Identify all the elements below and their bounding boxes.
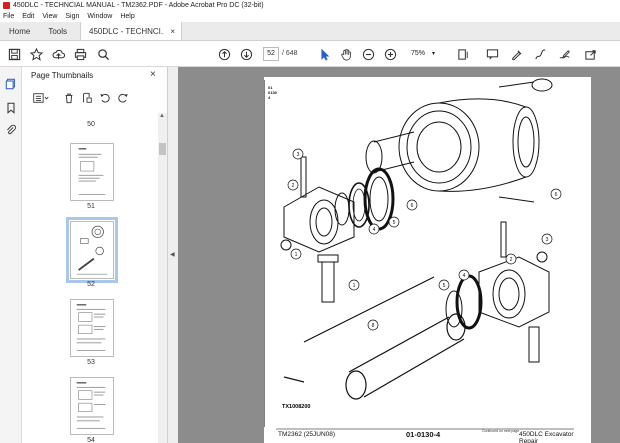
footer-title: 450DLC Excavator Repair: [519, 431, 574, 443]
thumbnail-label: 53: [87, 359, 95, 366]
callout-number: 4: [463, 273, 466, 279]
thumbnail-label: 54: [87, 437, 95, 443]
collapse-arrow-icon[interactable]: ◀: [170, 252, 175, 258]
hand-tool-icon[interactable]: [338, 46, 354, 62]
callout-number: 2: [292, 183, 295, 189]
menu-view[interactable]: View: [42, 13, 58, 20]
menu-help[interactable]: Help: [120, 13, 135, 20]
thumbnail-label: 52: [87, 281, 95, 288]
callout-number: 4: [373, 227, 376, 233]
thumbnail-page[interactable]: [70, 299, 114, 357]
callout-number: 6: [555, 192, 558, 198]
callout-number: 2: [510, 257, 513, 263]
chevron-down-icon: ▾: [432, 51, 436, 57]
thumbnail-page-selected[interactable]: [66, 217, 118, 283]
scrollbar-thumb[interactable]: [159, 143, 166, 155]
search-icon[interactable]: [95, 46, 111, 62]
page-up-icon[interactable]: [216, 46, 232, 62]
tab-document[interactable]: 450DLC - TECHNCI... ×: [80, 22, 183, 40]
bookmark-star-icon[interactable]: [28, 46, 44, 62]
thumbnail-label: 51: [87, 203, 95, 210]
zoom-in-icon[interactable]: [382, 46, 398, 62]
bookmarks-icon[interactable]: [4, 101, 18, 115]
window-title-bar: 450DLC - TECHNCIAL MANUAL - TM2362.PDF -…: [0, 0, 620, 11]
tab-document-label: 450DLC - TECHNCI...: [89, 26, 165, 36]
save-icon[interactable]: [6, 46, 22, 62]
share-icon[interactable]: [582, 46, 598, 62]
cloud-upload-icon[interactable]: [50, 46, 66, 62]
comment-icon[interactable]: [484, 46, 500, 62]
tab-close-icon[interactable]: ×: [170, 26, 176, 36]
thumbnail-label: 50: [87, 121, 95, 128]
continued-note: Continued on next page: [482, 429, 520, 433]
select-cursor-icon[interactable]: [316, 46, 332, 62]
attachments-paperclip-icon[interactable]: [4, 123, 18, 137]
tab-tools[interactable]: Tools: [48, 26, 68, 36]
page-number-input[interactable]: 52: [263, 47, 279, 61]
thumbnail-list: 50 51: [22, 113, 160, 443]
callout-number: 8: [372, 323, 375, 329]
thumbnail-page[interactable]: [70, 377, 114, 435]
panel-close-icon[interactable]: ×: [150, 69, 156, 80]
panel-collapse-handle[interactable]: ◀: [168, 67, 178, 443]
menu-file[interactable]: File: [3, 13, 15, 20]
callout-number: 5: [393, 220, 396, 226]
callout-number: 1: [295, 252, 298, 258]
figure-id: TX1008200: [282, 404, 311, 410]
callout-number: 5: [443, 283, 446, 289]
rotate-counterclockwise-icon[interactable]: [98, 91, 112, 105]
menu-sign[interactable]: Sign: [65, 13, 80, 20]
menu-window[interactable]: Window: [87, 13, 113, 20]
thumbnail-scrollbar[interactable]: ▲: [158, 113, 167, 443]
thumbnail-page[interactable]: [70, 143, 114, 201]
navigation-pane-icons: [0, 67, 22, 443]
tab-bar: Home Tools 450DLC - TECHNCI... ×: [0, 22, 620, 41]
highlight-pen-icon[interactable]: [508, 46, 524, 62]
menu-bar: File Edit View Sign Window Help: [0, 11, 620, 22]
pdf-page: 01 0130 4: [264, 77, 591, 443]
page-view-icon[interactable]: [455, 46, 471, 62]
panel-toolbar: [30, 91, 130, 105]
scroll-up-arrow-icon[interactable]: ▲: [159, 113, 165, 119]
callout-number: 3: [546, 237, 549, 243]
panel-title: Page Thumbnails: [31, 71, 94, 80]
page-thumbnails-panel: Page Thumbnails × 50: [22, 67, 168, 443]
fill-sign-icon[interactable]: [556, 46, 572, 62]
delete-page-icon[interactable]: [62, 91, 76, 105]
draw-icon[interactable]: [532, 46, 548, 62]
thumbnail-options-icon[interactable]: [30, 91, 52, 105]
page-down-icon[interactable]: [238, 46, 254, 62]
section-code: 01 0130 4: [268, 85, 277, 100]
zoom-level-value: 75%: [411, 50, 426, 57]
print-icon[interactable]: [72, 46, 88, 62]
callout-number: 6: [411, 203, 414, 209]
callout-number: 1: [353, 283, 356, 289]
footer-manual-id: TM2362 (25JUN08): [278, 431, 336, 438]
insert-page-icon[interactable]: [80, 91, 94, 105]
page-total: / 648: [282, 50, 298, 57]
toolbar: 52 / 648 75% ▾: [0, 41, 620, 67]
menu-edit[interactable]: Edit: [22, 13, 35, 20]
callout-number: 3: [297, 152, 300, 158]
window-title: 450DLC - TECHNCIAL MANUAL - TM2362.PDF -…: [13, 2, 264, 9]
rotate-clockwise-icon[interactable]: [116, 91, 130, 105]
zoom-out-icon[interactable]: [360, 46, 376, 62]
document-viewer[interactable]: 01 0130 4: [178, 67, 620, 443]
footer-page-code: 01-0130-4: [406, 430, 441, 439]
page-footer: TM2362 (25JUN08) 01-0130-4 450DLC Excava…: [264, 430, 591, 443]
acrobat-app-icon: [3, 2, 10, 9]
page-thumbnails-icon[interactable]: [4, 77, 18, 91]
exploded-parts-diagram: 1 2 3 4 5 6 6 1 2 3 4 5 8: [264, 78, 574, 430]
tab-home[interactable]: Home: [9, 26, 31, 36]
zoom-level-select[interactable]: 75% ▾: [405, 47, 439, 61]
